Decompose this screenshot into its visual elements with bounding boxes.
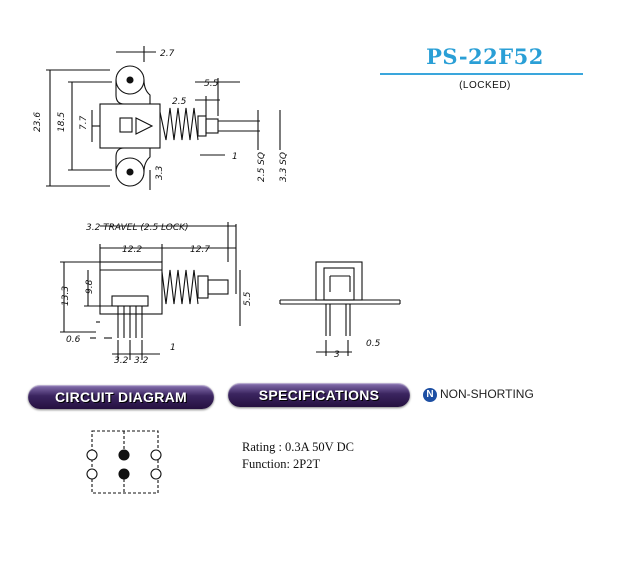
- dim-1-side: 1: [170, 343, 176, 353]
- title-underline: [380, 73, 583, 75]
- dim-2-7: 2.7: [160, 49, 175, 59]
- dim-0-5: 0.5: [366, 339, 381, 349]
- dim-0-6: 0.6: [66, 335, 81, 345]
- function-text: Function: 2P2T: [242, 457, 321, 471]
- dim-3-3: 3.3: [155, 165, 165, 180]
- specifications-label: SPECIFICATIONS: [228, 383, 410, 407]
- dim-1: 1: [232, 152, 238, 162]
- dim-3-3-sq: 3.3 SQ: [279, 152, 289, 182]
- locked-subtitle: (LOCKED): [459, 80, 511, 91]
- model-title: PS-22F52: [426, 44, 544, 69]
- top-view-drawing: [46, 46, 281, 190]
- circuit-diagram-label: CIRCUIT DIAGRAM: [28, 385, 214, 409]
- circuit-diagram: [86, 430, 162, 494]
- dim-9-8: 9.8: [85, 279, 95, 294]
- dim-5-5: 5.5: [204, 79, 219, 89]
- dim-13-3: 13.3: [61, 286, 71, 306]
- dim-12-7: 12.7: [190, 245, 210, 255]
- dim-3: 3: [334, 350, 340, 360]
- rating-text: Rating : 0.3A 50V DC: [242, 440, 354, 454]
- dim-23-6: 23.6: [33, 112, 43, 132]
- dim-3-2-b: 3.2: [134, 356, 149, 366]
- dim-5-5-side: 5.5: [243, 291, 253, 306]
- dim-18-5: 18.5: [57, 112, 67, 132]
- dim-travel: 3.2 TRAVEL (2.5 LOCK): [86, 223, 189, 233]
- end-view-drawing: [279, 261, 401, 356]
- dim-12-2: 12.2: [122, 245, 142, 255]
- dim-7-7: 7.7: [79, 115, 89, 130]
- dim-2-5: 2.5: [172, 97, 187, 107]
- non-shorting-icon: N: [423, 388, 437, 402]
- side-view-drawing: [60, 222, 241, 360]
- dim-3-2-a: 3.2: [114, 356, 129, 366]
- dim-2-5-sq: 2.5 SQ: [257, 152, 267, 182]
- non-shorting-label: NON-SHORTING: [440, 387, 534, 401]
